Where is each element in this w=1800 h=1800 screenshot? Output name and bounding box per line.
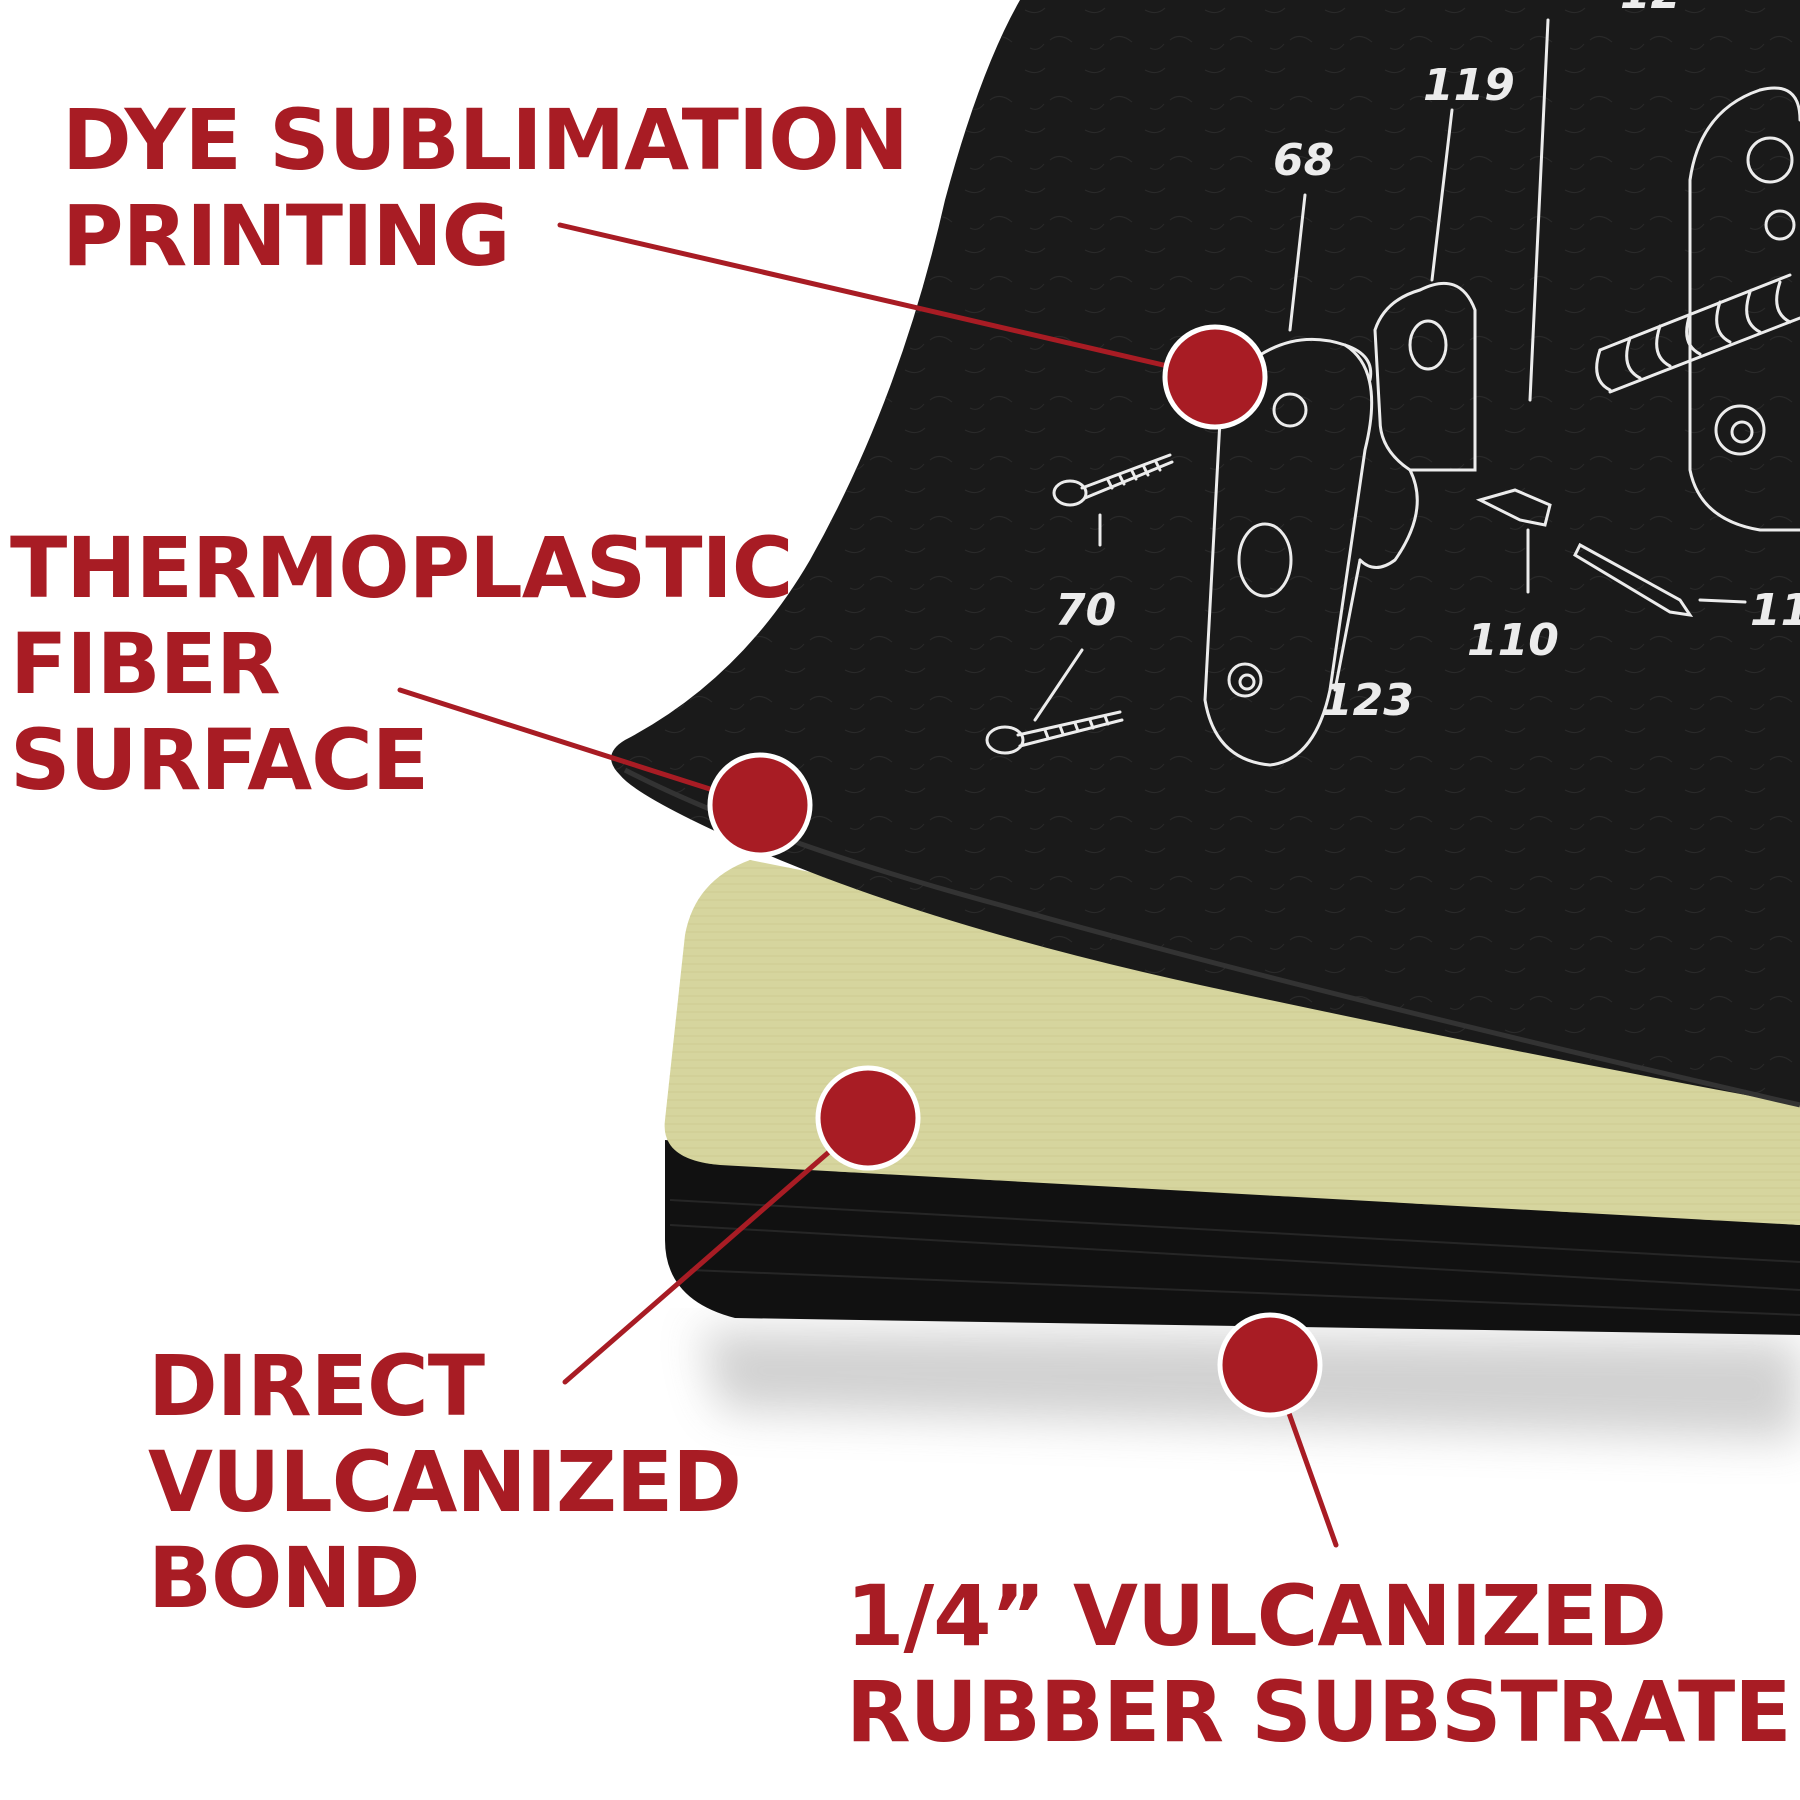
part-number-12x: 12 bbox=[1620, 0, 1681, 19]
callout-line: RUBBER SUBSTRATE bbox=[846, 1663, 1792, 1761]
part-70-screws bbox=[985, 453, 1174, 755]
callout-line: FIBER bbox=[10, 615, 281, 713]
substrate-edge-lines bbox=[669, 1199, 1800, 1316]
marker-vulcanized-bond bbox=[815, 1065, 921, 1171]
callout-line: BOND bbox=[148, 1529, 420, 1627]
part-number-123: 123 bbox=[1322, 675, 1414, 726]
callout-dye-sublimation-printing: DYE SUBLIMATION PRINTING bbox=[62, 91, 909, 285]
part-110-bracket bbox=[1475, 488, 1552, 527]
part-number-110: 110 bbox=[1467, 615, 1559, 666]
part-number-119: 119 bbox=[1423, 60, 1515, 111]
leader-line-thermoplastic bbox=[397, 687, 763, 808]
callout-direct-vulcanized-bond: DIRECT VULCANIZED BOND bbox=[148, 1337, 742, 1627]
marker-rubber-substrate bbox=[1217, 1312, 1323, 1418]
leader-line-dye-sublimation bbox=[557, 222, 1218, 380]
callout-line: DYE SUBLIMATION bbox=[62, 91, 909, 189]
callout-line: VULCANIZED bbox=[148, 1433, 742, 1531]
part-number-68: 68 bbox=[1273, 135, 1334, 186]
callout-line: SURFACE bbox=[10, 711, 429, 809]
part-number-70: 70 bbox=[1055, 585, 1116, 636]
part-spring bbox=[1595, 273, 1800, 394]
marker-dye-sublimation bbox=[1162, 324, 1268, 430]
leader-line-vulcanized-bond bbox=[562, 1115, 871, 1385]
callout-line: 1/4” VULCANIZED bbox=[846, 1567, 1667, 1665]
part-119-plate bbox=[1373, 281, 1477, 472]
exploded-parts-drawing bbox=[985, 18, 1800, 767]
callout-thermoplastic-fiber-surface: THERMOPLASTIC FIBER SURFACE bbox=[10, 519, 793, 809]
callout-line: DIRECT bbox=[148, 1337, 485, 1435]
part-pin bbox=[1573, 542, 1694, 617]
marker-thermoplastic bbox=[707, 752, 813, 858]
part-number-11x: 11 bbox=[1750, 585, 1800, 636]
rubber-substrate-edge bbox=[665, 1140, 1800, 1335]
callout-line: PRINTING bbox=[62, 187, 511, 285]
callout-rubber-substrate: 1/4” VULCANIZED RUBBER SUBSTRATE bbox=[846, 1567, 1792, 1761]
callout-line: THERMOPLASTIC bbox=[10, 519, 793, 617]
